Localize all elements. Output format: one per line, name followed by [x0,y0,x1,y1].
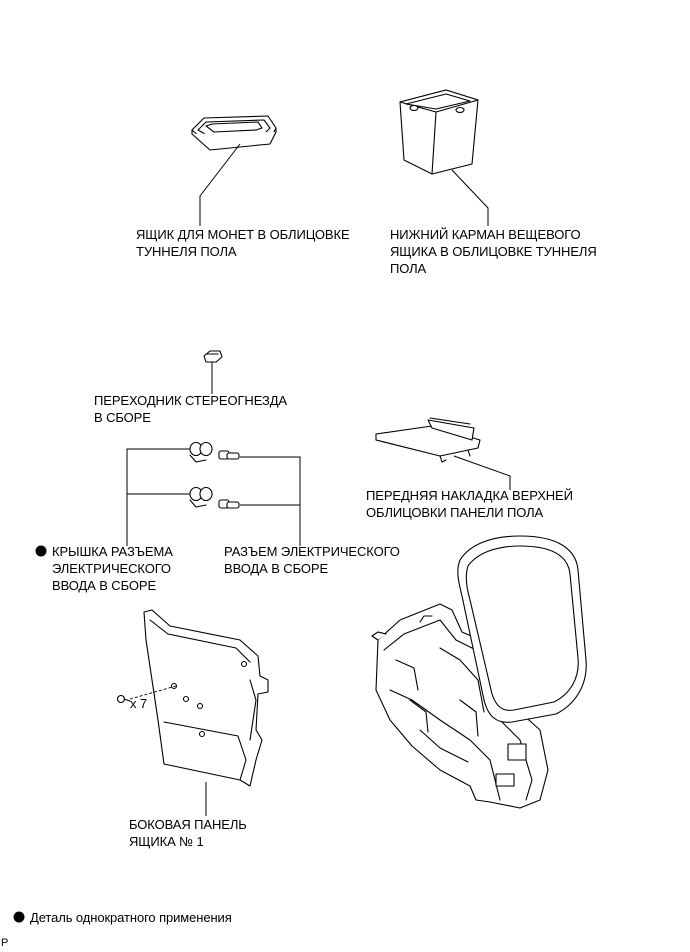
label-stereo-adapter-line-1: ПЕРЕХОДНИК СТЕРЕОГНЕЗДА [94,393,288,408]
single-use-marker-icon [35,545,47,557]
stereo-jack-adapter-part [203,350,223,363]
power-socket-part-upper [218,450,240,460]
leader-lines [126,143,511,816]
label-clip-count: x 7 [130,696,148,711]
front-upper-cover-part [375,417,481,463]
label-side-panel-line-1: БОКОВАЯ ПАНЕЛЬ [129,817,247,832]
label-socket: РАЗЪЕМ ЭЛЕКТРИЧЕСКОГО ВВОДА В СБОРЕ [224,543,400,577]
label-front-cover-line-1: ПЕРЕДНЯЯ НАКЛАДКА ВЕРХНЕЙ [366,488,573,503]
label-lower-pocket-line-2: ЯЩИКА В ОБЛИЦОВКЕ ТУННЕЛЯ [390,244,597,259]
label-socket-cover: КРЫШКА РАЗЪЕМА ЭЛЕКТРИЧЕСКОГО ВВОДА В СБ… [52,543,173,594]
socket-cover-part-upper [189,441,213,463]
label-lower-pocket-line-1: НИЖНИЙ КАРМАН ВЕЩЕВОГО [390,227,581,242]
label-coin-box-line-2: ТУННЕЛЯ ПОЛА [136,244,237,259]
label-coin-box: ЯЩИК ДЛЯ МОНЕТ В ОБЛИЦОВКЕ ТУННЕЛЯ ПОЛА [136,226,350,260]
console-assembly-part [371,535,587,809]
legend-bullet-icon [13,911,25,923]
coin-box-part [191,115,277,151]
label-socket-cover-line-1: КРЫШКА РАЗЪЕМА [52,544,173,559]
footer-code: P [1,937,9,949]
power-socket-part-lower [218,499,240,509]
socket-cover-part-lower [189,486,213,508]
label-socket-cover-line-2: ЭЛЕКТРИЧЕСКОГО [52,561,171,576]
legend-text: Деталь однократного применения [30,910,232,925]
label-stereo-adapter: ПЕРЕХОДНИК СТЕРЕОГНЕЗДА В СБОРЕ [94,392,287,426]
label-lower-pocket: НИЖНИЙ КАРМАН ВЕЩЕВОГО ЯЩИКА В ОБЛИЦОВКЕ… [390,226,597,277]
label-side-panel: БОКОВАЯ ПАНЕЛЬ ЯЩИКА № 1 [129,816,247,850]
label-socket-cover-line-3: ВВОДА В СБОРЕ [52,578,157,593]
label-socket-line-2: ВВОДА В СБОРЕ [224,561,329,576]
side-panel-part [143,609,269,787]
label-lower-pocket-line-3: ПОЛА [390,261,427,276]
label-side-panel-line-2: ЯЩИКА № 1 [129,834,204,849]
label-socket-line-1: РАЗЪЕМ ЭЛЕКТРИЧЕСКОГО [224,544,400,559]
label-coin-box-line-1: ЯЩИК ДЛЯ МОНЕТ В ОБЛИЦОВКЕ [136,227,350,242]
clip-dashed-line [129,685,177,700]
label-stereo-adapter-line-2: В СБОРЕ [94,410,151,425]
clip-part [116,694,131,704]
label-front-cover-line-2: ОБЛИЦОВКИ ПАНЕЛИ ПОЛА [366,505,544,520]
label-front-cover: ПЕРЕДНЯЯ НАКЛАДКА ВЕРХНЕЙ ОБЛИЦОВКИ ПАНЕ… [366,487,573,521]
lower-pocket-part [399,89,479,175]
